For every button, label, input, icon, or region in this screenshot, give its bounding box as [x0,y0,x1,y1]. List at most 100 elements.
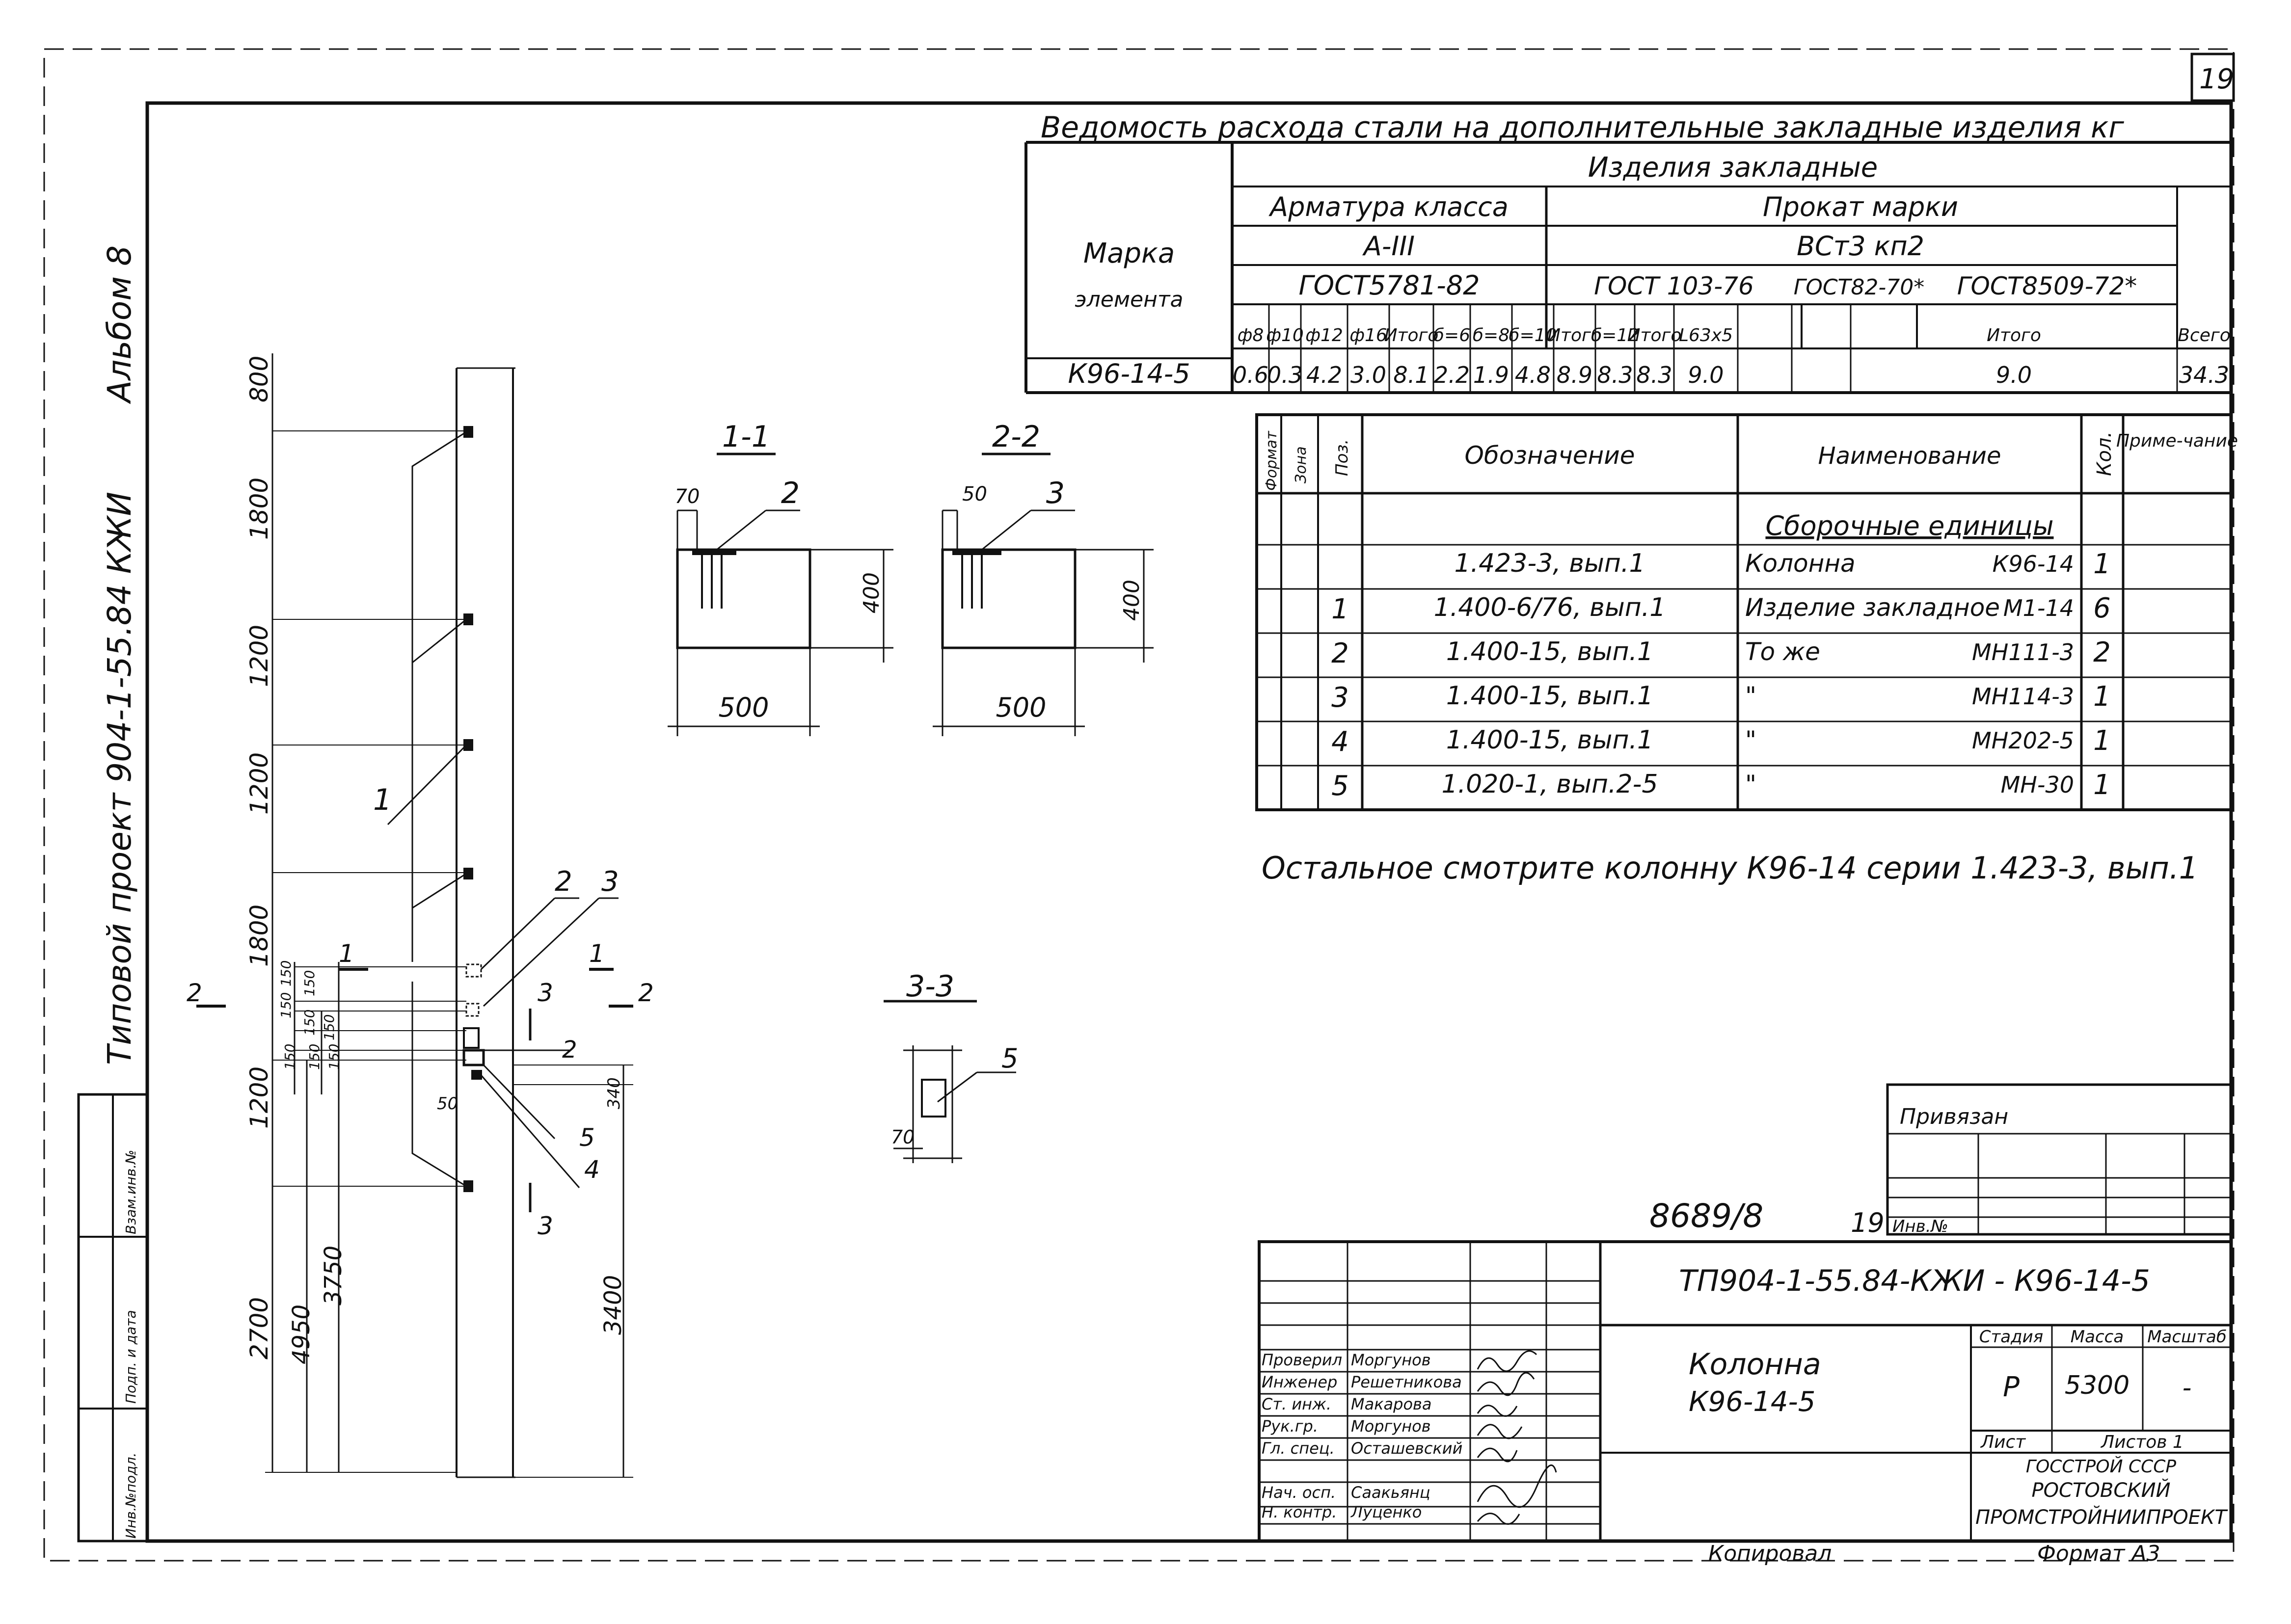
steel-col-header: Итого [1627,325,1682,346]
spec-h-name: Наименование [1818,442,2001,470]
side-stamp-2: Подп. и дата [123,1310,139,1404]
gost-b: ГОСТ82-70* [1794,275,1925,300]
cut-3-top: 3 [538,979,553,1007]
steel-cell: 0.6 [1233,362,1268,388]
spec-pos: 5 [1331,770,1349,802]
spec-code: 1.020-1, вып.2-5 [1442,770,1658,799]
spec-qty: 1 [2093,548,2111,580]
section-3-3 [884,1000,1016,1163]
title-code: ТП904-1-55.84-КЖИ - К96-14-5 [1679,1264,2150,1298]
format-label: Формат А3 [2037,1541,2160,1566]
signer-role: Инженер [1262,1373,1337,1391]
section-3-3-pos: 5 [1001,1043,1018,1074]
steel-cell: 3.0 [1350,362,1386,388]
spec-code: 1.400-15, вып.1 [1446,637,1653,666]
project-label: Типовой проект 904-1-55.84 КЖИ [101,491,138,1065]
section-1-1 [668,453,893,736]
steel-col-header: б=8 [1473,325,1509,346]
signer-name: Луценко [1350,1503,1422,1521]
dim-340: 340 [604,1077,624,1109]
signer-name: Решетникова [1351,1373,1462,1391]
spec-code: 1.400-15, вып.1 [1446,725,1653,755]
spec-qty: 6 [2093,592,2111,624]
spec-pos: 1 [1331,593,1349,625]
section-1-1-pos: 2 [781,476,800,510]
steel-col-header: ф10 [1266,325,1304,346]
signatures [1477,1350,1557,1525]
spec-name: То же [1745,638,1820,666]
small-dim: 150 [301,970,318,996]
pos-1-label: 1 [373,783,392,817]
pos-4-label: 4 [584,1155,600,1184]
section-1-1-height: 400 [859,572,884,613]
small-dim: 150 [278,992,294,1018]
spec-table-grid [1255,413,2233,811]
section-3-3-label: 3-3 [906,969,954,1004]
steel-col-header: б=12 [1591,325,1639,346]
small-dim: 150 [321,1014,337,1040]
steel-col-header: б=10 [1509,325,1557,346]
steel-col-header: L63х5 [1679,325,1733,346]
mark-header-2: элемента [1075,287,1184,312]
column-elevation [196,353,633,1478]
title-block-grid [1258,1240,2233,1543]
steel-table-grid [1024,141,2233,394]
spec-code: 1.400-15, вып.1 [1446,681,1653,711]
mass-value: 5300 [2065,1371,2129,1400]
spec-name: " [1745,726,1756,754]
steel-cell: 0.3 [1267,362,1303,388]
gost-c: ГОСТ8509-72* [1957,272,2137,300]
pos-2-label-a: 2 [555,866,572,898]
steel-cell: 9.0 [1688,362,1724,388]
gost-a: ГОСТ 103-76 [1594,272,1754,300]
dim-50: 50 [437,1094,458,1114]
steel-col-header: Итого [1384,325,1439,346]
section-2-2-dim-top: 50 [962,483,987,506]
cut-1-left: 1 [339,939,354,968]
steel-cell: 1.9 [1473,362,1509,388]
stage-value: Р [2003,1371,2020,1403]
signer-role: Ст. инж. [1262,1395,1331,1413]
spec-qty: 1 [2093,725,2111,757]
spec-qty: 1 [2093,769,2111,801]
steel-cell: 8.1 [1393,362,1429,388]
spec-h-qty: Кол. [2093,431,2116,476]
general-note: Остальное смотрите колонну К96-14 серии … [1262,850,2198,886]
sheet-header: Лист [1980,1432,2026,1452]
binding-label: Привязан [1900,1104,2008,1129]
scale-value: - [2183,1373,2192,1403]
section-2-2-label: 2-2 [992,420,1040,454]
spec-mark: МН114-3 [1972,683,2074,710]
steel-col-header: ф8 [1238,325,1264,346]
section-2-2-height: 400 [1119,580,1144,621]
steel-cell: 9.0 [1996,362,2032,388]
spec-mark: МН202-5 [1972,727,2074,754]
spec-mark: МН-30 [2001,772,2074,798]
org-line-1: ГОССТРОЙ СССР [2026,1456,2176,1477]
section-1-1-width: 500 [718,692,769,723]
copy-sheet: 19 [1851,1207,1885,1238]
spec-mark: МН111-3 [1972,639,2074,666]
spec-h-pos: Поз. [1332,439,1352,476]
cut-3-bottom: 3 [538,1212,553,1240]
spec-qty: 1 [2093,681,2111,713]
steel-cell: 8.3 [1597,362,1633,388]
signer-name: Осташевский [1351,1439,1462,1458]
section-2-2-width: 500 [996,692,1046,723]
spec-pos: 2 [1331,638,1349,669]
signer-role: Нач. осп. [1262,1483,1336,1502]
org-line-3: ПРОМСТРОЙНИИПРОЕКТ [1975,1505,2228,1529]
steel-group-header: Изделия закладные [1588,152,1878,184]
spec-h-note: Приме-чание [2116,431,2238,451]
steel-cell: 34.3 [2179,362,2229,388]
side-stamp-3: Инв.№подл. [123,1452,139,1539]
signer-name: Моргунов [1351,1351,1431,1369]
title-name-1: Колонна [1689,1347,1821,1382]
signer-name: Саакьянц [1351,1483,1430,1502]
signer-role: Проверил [1262,1351,1342,1369]
spec-mark: К96-14 [1993,551,2074,577]
pos-3-label: 3 [601,866,619,898]
signer-role: Гл. спец. [1262,1439,1335,1458]
rolled-grade: ВСт3 кп2 [1797,231,1924,262]
steel-cell: 4.2 [1306,362,1342,388]
